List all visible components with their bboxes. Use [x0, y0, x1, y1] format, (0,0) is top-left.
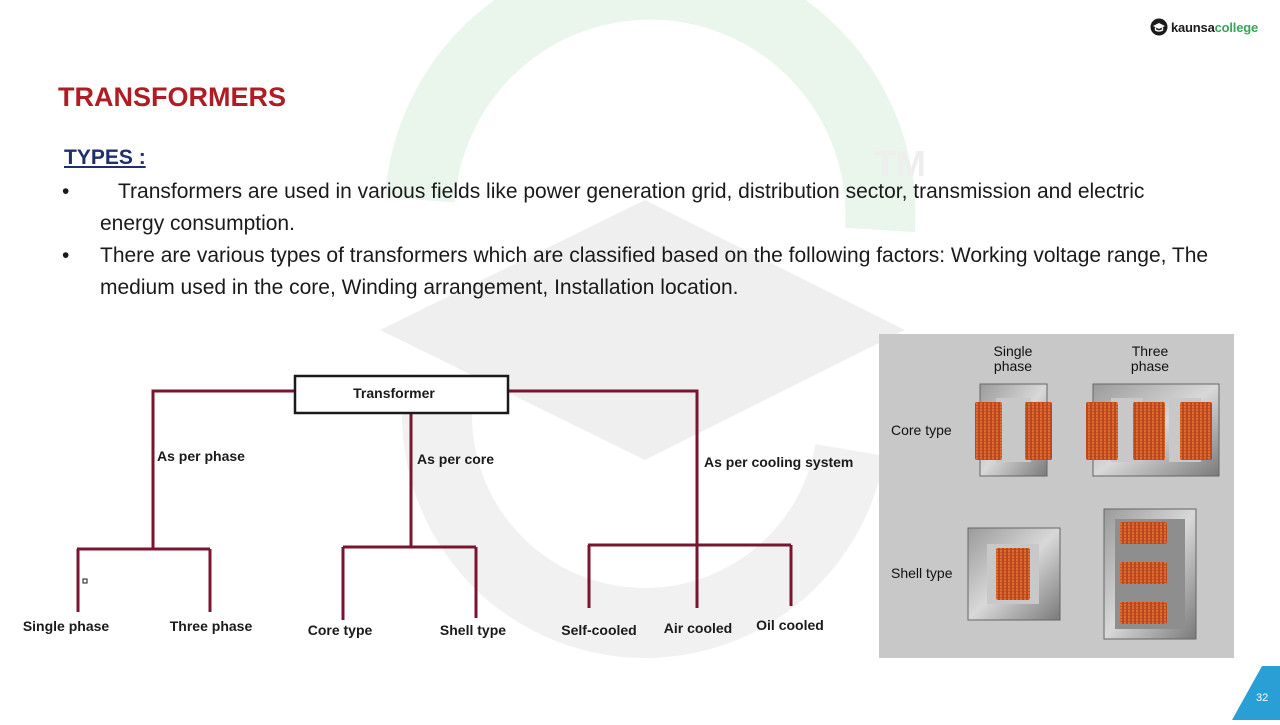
bullet-text: There are various types of transformers …	[100, 244, 1209, 299]
leaf-shell-type: Shell type	[440, 622, 506, 638]
bullet-item: • There are various types of transformer…	[62, 240, 1212, 304]
transformer-types-figure: Single phase Three phase Core type Shell…	[879, 334, 1234, 658]
branch-phase-label: As per phase	[157, 448, 245, 464]
leaf-self-cooled: Self-cooled	[561, 622, 636, 638]
leaf-core-type: Core type	[308, 622, 373, 638]
core-three-phase	[1086, 383, 1220, 477]
classification-tree: Transformer As per phase As per core As …	[23, 374, 853, 638]
shell-three-phase	[1103, 508, 1197, 640]
bullet-text: Transformers are used in various fields …	[100, 180, 1145, 235]
leaf-oil-cooled: Oil cooled	[756, 617, 824, 633]
tree-root-label: Transformer	[353, 385, 435, 401]
branch-core-label: As per core	[417, 451, 494, 467]
row-core-label: Core type	[891, 422, 952, 438]
page-number: 32	[1256, 692, 1269, 704]
shell-single-phase	[967, 527, 1061, 621]
leaf-air-cooled: Air cooled	[664, 620, 732, 636]
tree-root-box	[293, 374, 510, 415]
branch-cooling-label: As per cooling system	[704, 454, 853, 470]
transformer-illustration: Single phase Three phase Core type Shell…	[891, 343, 1220, 640]
col-three-line1: Three	[1132, 343, 1169, 359]
bullet-icon: •	[62, 244, 70, 267]
core-single-phase	[975, 383, 1052, 477]
col-three-line2: phase	[1131, 358, 1169, 374]
leaf-single-phase: Single phase	[23, 618, 110, 634]
slide-title: TRANSFORMERS	[58, 82, 286, 112]
row-shell-label: Shell type	[891, 565, 953, 581]
leaf-three-phase: Three phase	[170, 618, 253, 634]
col-single-line2: phase	[994, 358, 1032, 374]
brand-name: kaunsacollege	[1171, 19, 1259, 35]
section-heading: TYPES :	[64, 146, 146, 169]
col-single-line1: Single	[994, 343, 1033, 359]
brand-logo: kaunsacollege	[1150, 18, 1258, 36]
graduation-cap-icon	[1150, 18, 1168, 36]
bullet-icon: •	[62, 180, 70, 203]
tree-lines	[76, 389, 793, 620]
page-number-badge: 32	[1232, 666, 1280, 720]
tree-marker	[82, 578, 88, 584]
page-badge-shape	[1232, 666, 1280, 720]
bullet-item: • Transformers are used in various field…	[62, 176, 1212, 240]
bullet-list: • Transformers are used in various field…	[62, 176, 1212, 304]
